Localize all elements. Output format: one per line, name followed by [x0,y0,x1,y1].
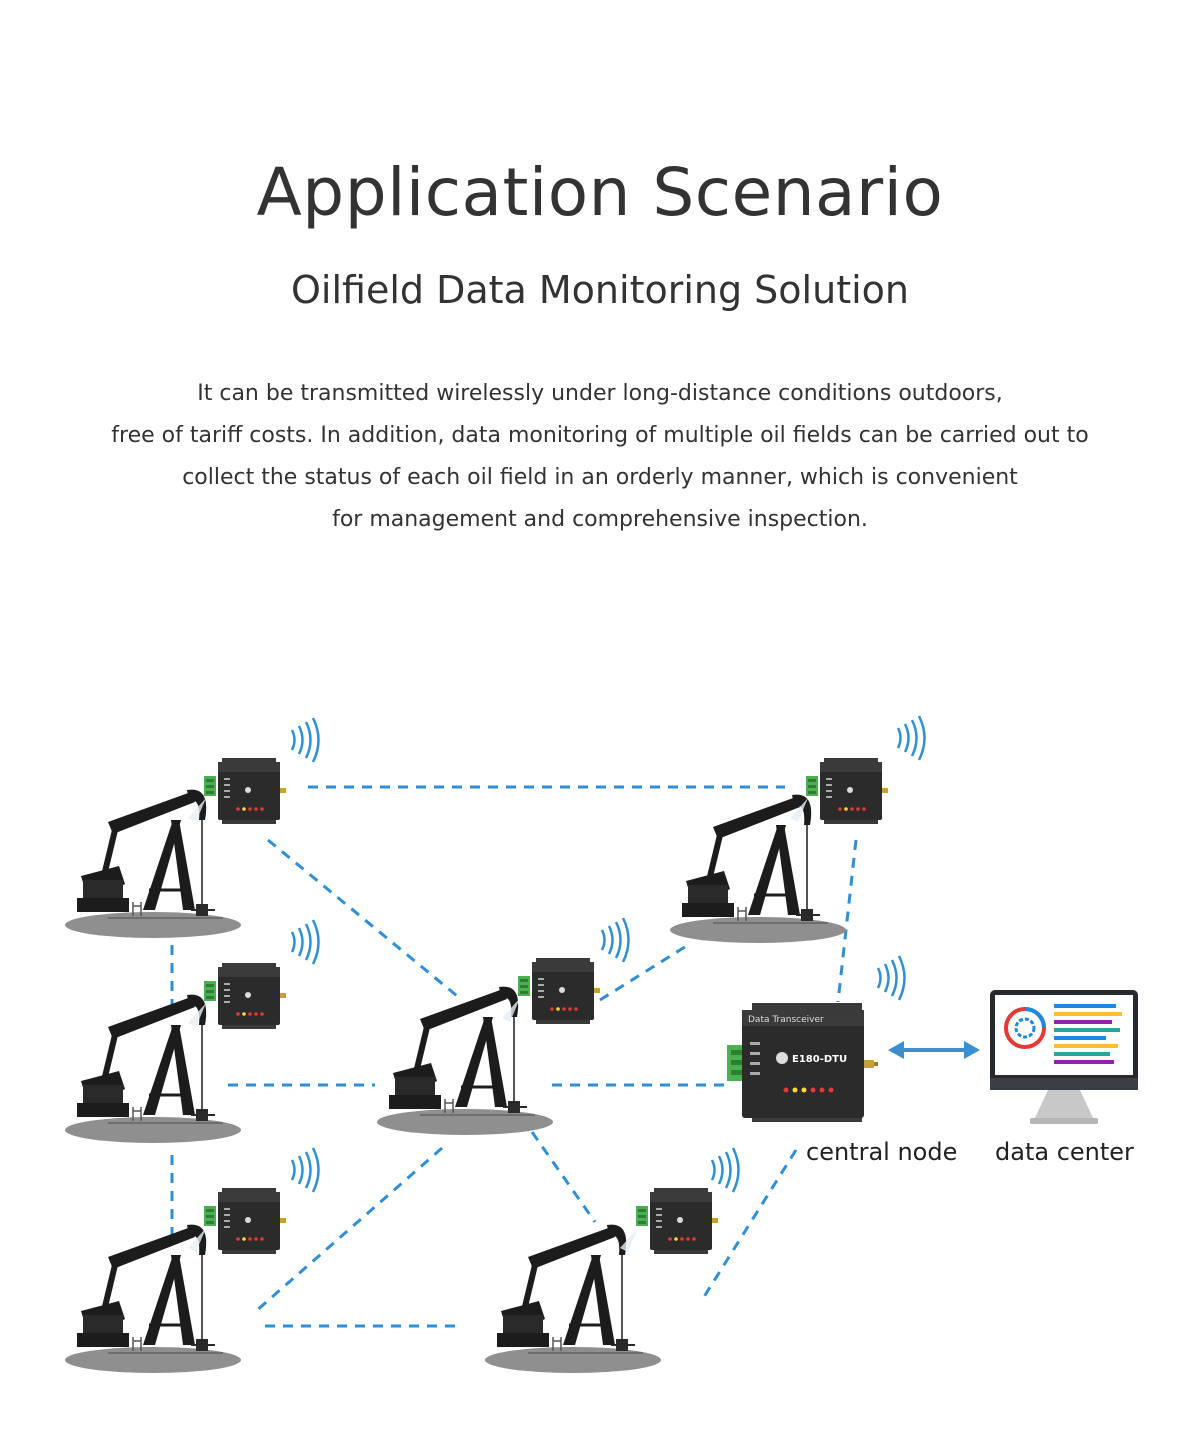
page-subtitle: Oilfield Data Monitoring Solution [290,268,909,312]
oil-field-3 [65,1146,320,1373]
central-node-device: Data Transceiver E180-DTU [727,1003,878,1122]
data-center-label: data center [995,1138,1134,1166]
network-links [170,785,858,1328]
oil-field-1 [65,716,320,938]
page-title: Application Scenario [256,154,944,231]
oil-field-4 [377,916,630,1135]
central-node-label: central node [806,1138,958,1166]
double-arrow-icon [888,1041,980,1059]
oil-field-6 [485,1146,740,1373]
description: It can be transmitted wirelessly under l… [0,373,1200,541]
central-device-header: Data Transceiver [748,1015,824,1025]
oil-field-5 [670,714,926,943]
description-line: for management and comprehensive inspect… [332,507,868,532]
description-line: free of tariff costs. In addition, data … [111,423,1089,448]
oil-field-2 [65,918,320,1143]
wireless-icon [876,954,906,1002]
description-line: It can be transmitted wirelessly under l… [197,381,1003,406]
description-line: collect the status of each oil field in … [182,465,1018,490]
monitor-icon [990,990,1138,1124]
central-device-model: E180-DTU [792,1054,847,1065]
